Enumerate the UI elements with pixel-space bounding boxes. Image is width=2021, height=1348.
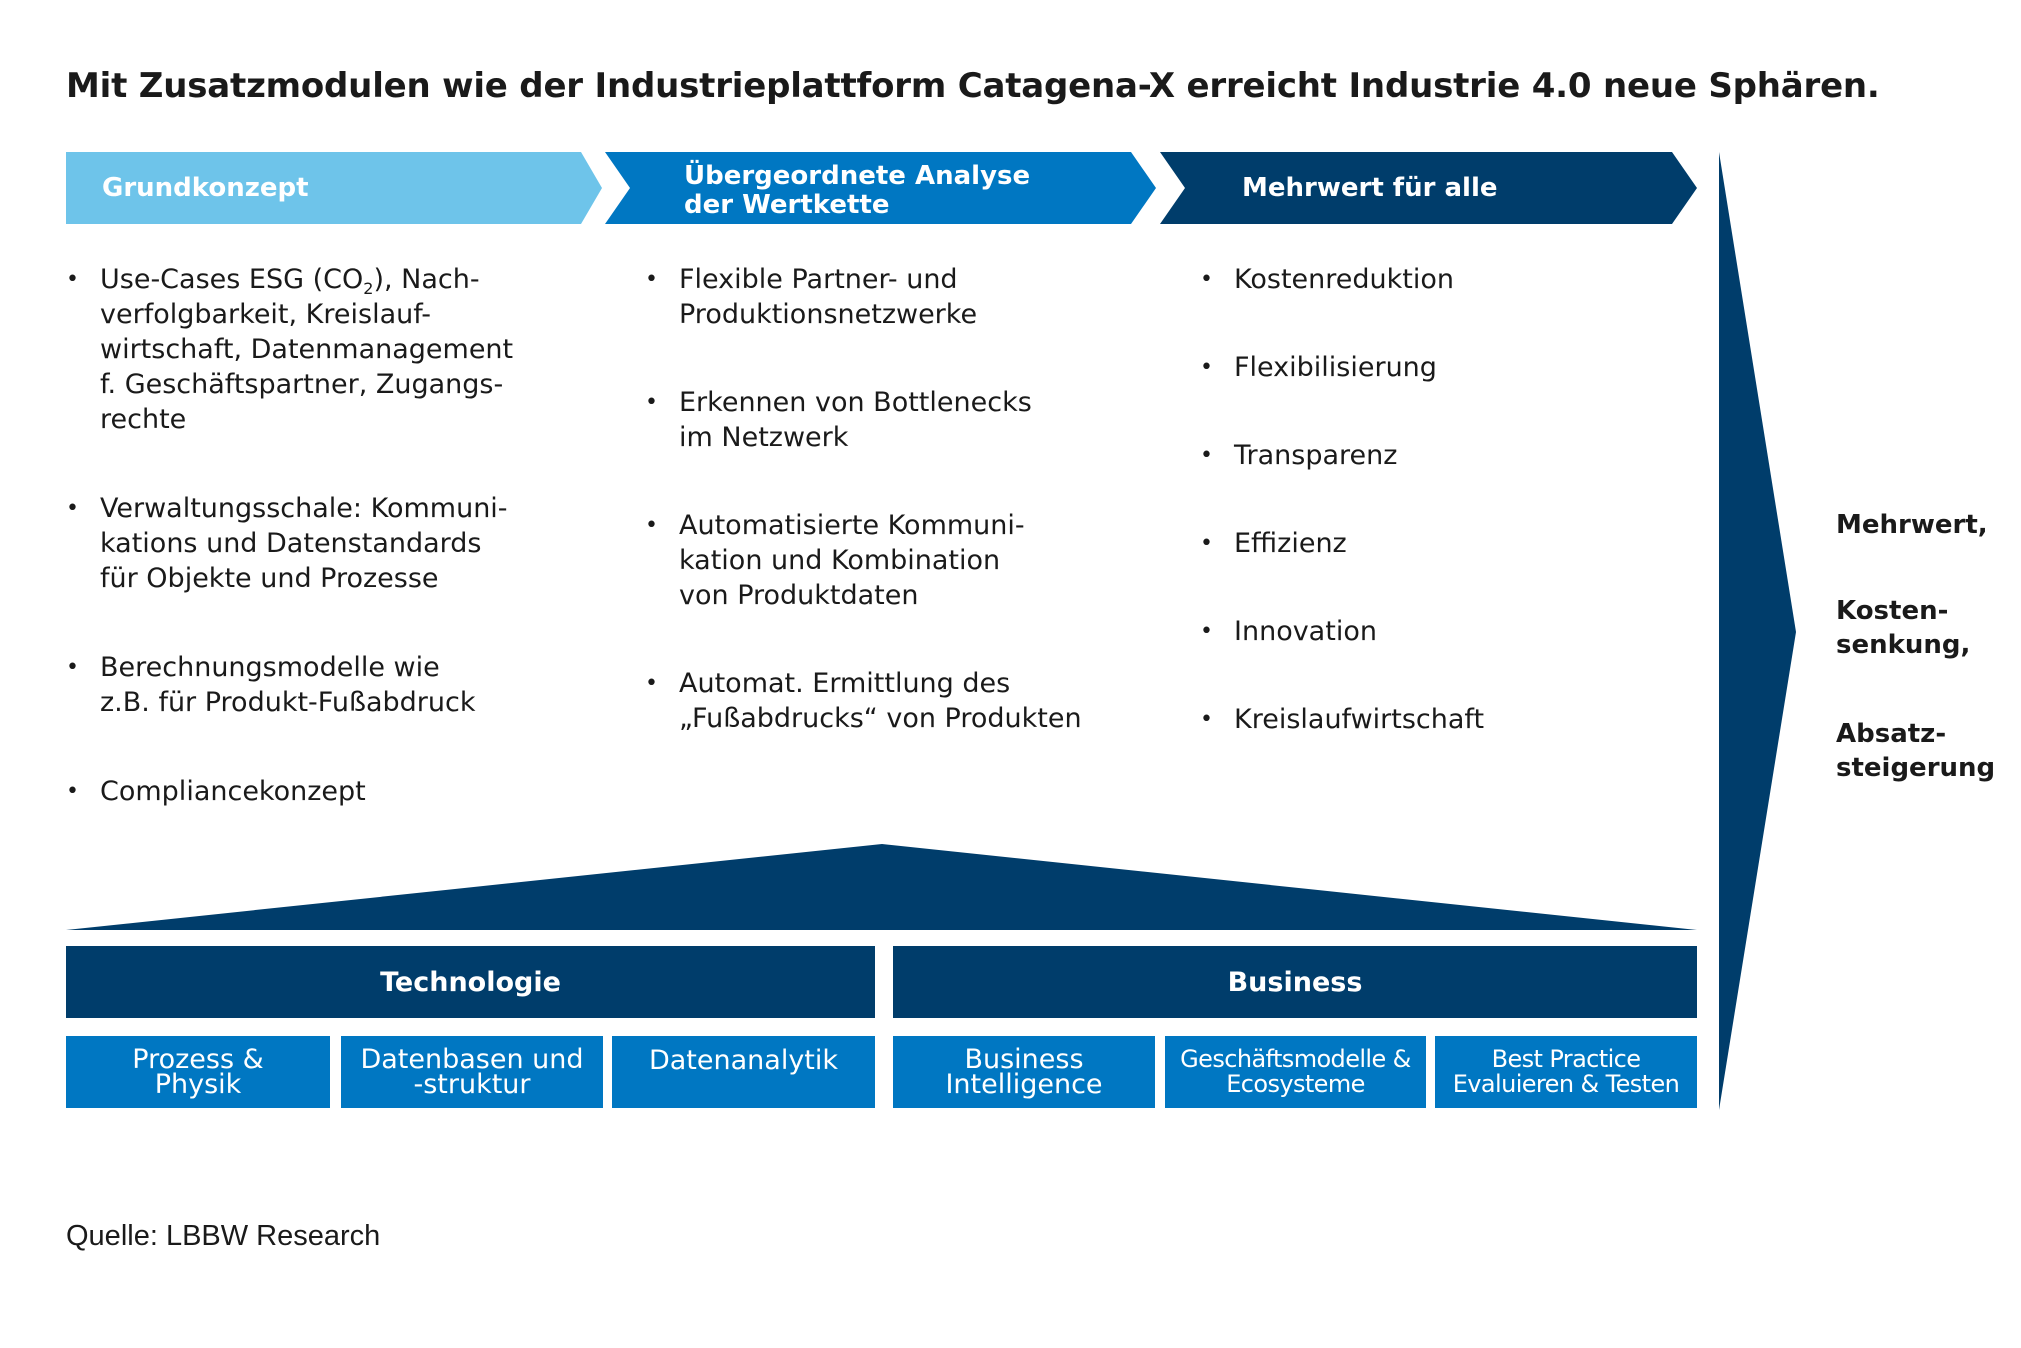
module-prozess-physik: Prozess &Physik (66, 1036, 330, 1108)
list-item: Transparenz (1200, 438, 1484, 473)
list-item: Use-Cases ESG (CO2), Nach- verfolgbarkei… (66, 262, 513, 437)
list-item: Flexibilisierung (1200, 350, 1484, 385)
module-datenanalytik: Datenanalytik (612, 1036, 875, 1108)
phase-label-2: Übergeordnete Analyse der Wertkette (684, 161, 1031, 220)
list-item: Compliancekonzept (66, 774, 513, 809)
result-text-1: Mehrwert, (1836, 510, 1988, 540)
pillar-technologie: Technologie (66, 946, 875, 1018)
page-title: Mit Zusatzmodulen wie der Industrieplatt… (66, 66, 1880, 106)
source-note: Quelle: LBBW Research (66, 1220, 381, 1252)
roof-triangle (66, 844, 1697, 930)
list-item: Berechnungsmodelle wie z.B. für Produkt-… (66, 650, 513, 720)
phase-chevron-2 (605, 152, 1156, 224)
phase-label-3: Mehrwert für alle (1242, 173, 1498, 203)
phase-chevron-1 (66, 152, 602, 224)
list-item: Verwaltungsschale: Kommuni- kations und … (66, 491, 513, 596)
list-item: Innovation (1200, 614, 1484, 649)
list-item: Flexible Partner- und Produktionsnetzwer… (645, 262, 1082, 332)
result-text-2: Kosten- senkung, (1836, 596, 1971, 660)
phase-label-1: Grundkonzept (102, 173, 309, 203)
column-grundkonzept: Use-Cases ESG (CO2), Nach- verfolgbarkei… (66, 262, 513, 809)
list-item: Automat. Ermittlung des „Fußabdrucks“ vo… (645, 666, 1082, 736)
phase-chevron-3 (1160, 152, 1697, 224)
pillar-business: Business (893, 946, 1697, 1018)
list-item: Kreislaufwirtschaft (1200, 702, 1484, 737)
module-datenbasen: Datenbasen und-struktur (341, 1036, 603, 1108)
list-item: Erkennen von Bottlenecks im Netzwerk (645, 385, 1082, 455)
column-mehrwert: Kostenreduktion Flexibilisierung Transpa… (1200, 262, 1484, 737)
column-analyse: Flexible Partner- und Produktionsnetzwer… (645, 262, 1082, 736)
result-text-3: Absatz- steigerung (1836, 719, 1996, 783)
list-item: Effizienz (1200, 526, 1484, 561)
list-item: Kostenreduktion (1200, 262, 1484, 297)
list-item: Automatisierte Kommuni- kation und Kombi… (645, 508, 1082, 613)
result-arrow (1719, 152, 1796, 1110)
module-geschaeftsmodelle: Geschäftsmodelle &Ecosysteme (1165, 1036, 1426, 1108)
